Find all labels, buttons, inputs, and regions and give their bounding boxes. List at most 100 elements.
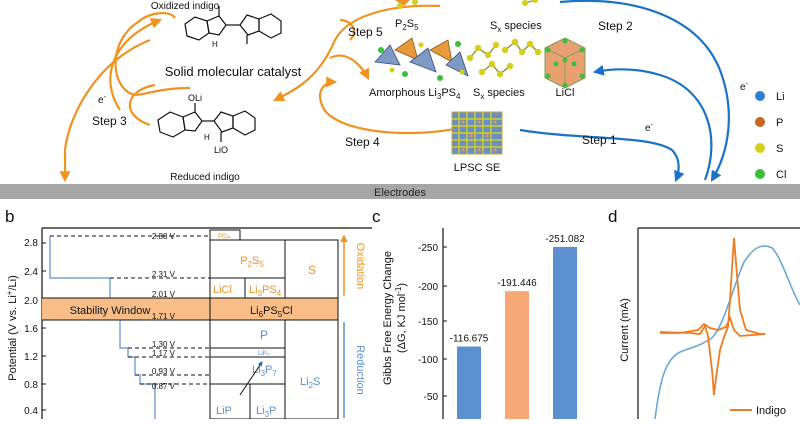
reduced-nh-label: H (204, 133, 210, 142)
p2s5-product-label: P2S5 (240, 255, 264, 269)
p2s5-label: P2S5 (395, 18, 419, 32)
electrodes-bar (0, 184, 800, 199)
top-schematic: Oxidized indigo H Solid molecular cataly… (0, 0, 800, 199)
sx-species-bottom-label: Sx species (473, 87, 525, 101)
blank-cv-curve (654, 245, 800, 420)
catalyst-to-top-arrow (339, 18, 356, 41)
oxidized-indigo-label: Oxidized indigo (151, 1, 220, 12)
panel-b-ylabel: Potential (V vs. Li+/Li) (5, 275, 19, 381)
step3-arrow (59, 38, 151, 183)
element-legend: Li P S Cl (755, 91, 786, 181)
li3p-product-label: Li3P (256, 405, 276, 419)
oxidized-indigo-molecule (184, 6, 282, 44)
lpsc-se-label: LPSC SE (454, 162, 500, 174)
panel-c-ytick: -50 (424, 392, 439, 403)
reduction-label: Reduction (354, 345, 366, 395)
panel-b-yticks: 2.8 2.4 2.0 1.6 1.2 0.8 0.4 (24, 238, 38, 417)
panel-c-ytick: -200 (418, 282, 438, 293)
step4-label: Step 4 (345, 135, 380, 149)
gibbs-bar-label: -116.675 (450, 334, 489, 345)
level-label: 1.30 V (152, 340, 176, 349)
potential-staircase (49, 236, 111, 298)
lpsc-se-crystal-icon (451, 111, 503, 155)
li3ps4-product-label: Li3PS4 (249, 284, 282, 298)
panel-c-ytick: -250 (418, 243, 438, 254)
lip-to-li3p7-arrow (239, 361, 263, 396)
electron-label-right: e- (740, 81, 749, 93)
potential-staircase-lower (119, 320, 156, 419)
li-legend-label: Li (776, 91, 785, 103)
panel-c-yticks: -250 -200 -150 -100 -50 (418, 243, 438, 403)
panel-c-bars: -116.675-191.446-251.082 (450, 234, 585, 419)
gibbs-bar (553, 246, 577, 419)
step3-back-arrow (128, 83, 156, 127)
catalyst-to-species-arrow (329, 54, 369, 80)
indigo-legend-label: Indigo (756, 405, 786, 417)
licl-crystal-icon (544, 37, 586, 89)
reduced-indigo-label: Reduced indigo (170, 172, 240, 183)
s-legend-label: S (776, 143, 783, 155)
oli-label: OLi (188, 93, 202, 103)
panel-c-ylabel-line2: (ΔG, KJ mol-1) (394, 283, 408, 353)
electron-label-left: e- (98, 94, 107, 106)
panel-c-letter: c (372, 207, 381, 226)
sx-species-bottom-atoms (466, 38, 542, 78)
indigo-cv-return (660, 315, 766, 337)
gibbs-bar (505, 291, 529, 419)
panel-c-ylabel-line1: Gibbs Free Energy Change (382, 251, 394, 385)
panel-b-ytick: 1.2 (24, 352, 38, 363)
sx-species-top-label: Sx species (490, 20, 542, 34)
level-label: 2.01 V (152, 290, 176, 299)
panel-b-ytick: 2.8 (24, 238, 38, 249)
licl-label: LiCl (556, 87, 575, 99)
sx-species-top-icon (522, 0, 538, 6)
level-label: 2.31 V (152, 270, 176, 279)
lio-label: LiO (214, 145, 228, 155)
level-label: 2.88 V (152, 232, 176, 241)
panel-b-letter: b (5, 207, 14, 226)
step2-arrow (559, 0, 730, 182)
lip-product-label: LiP (216, 405, 232, 417)
electrodes-label: Electrodes (374, 187, 426, 199)
indigo-cv-curve (659, 237, 765, 396)
panel-b-ytick: 2.0 (24, 296, 38, 307)
p-legend-dot (755, 117, 765, 127)
electron-label-mid: e- (645, 122, 654, 134)
panel-b-ytick: 0.4 (24, 406, 38, 417)
catalyst-label: Solid molecular catalyst (165, 64, 302, 79)
reduced-indigo-molecule (157, 103, 256, 142)
step1-return-arrow (592, 64, 713, 181)
step3-label: Step 3 (92, 114, 127, 128)
level-label: 1.17 V (152, 349, 176, 358)
cl-legend-dot (755, 169, 765, 179)
stability-window-label: Stability Window (70, 305, 151, 317)
li-legend-dot (755, 91, 765, 101)
panel-d: d Current (mA) Indigo (608, 207, 800, 420)
panel-c-ytick: -100 (418, 355, 438, 366)
step1-arrow (519, 128, 685, 183)
licl-product-label: LiCl (213, 284, 232, 296)
p2s5-crystal-icon (395, 0, 418, 9)
cycle-arrow-upper (114, 12, 191, 96)
s-legend-dot (755, 143, 765, 153)
step5-label: Step 5 (348, 25, 383, 39)
li6ps5cl-label: Li6PS5Cl (250, 305, 293, 319)
step2-label: Step 2 (598, 19, 633, 33)
p-legend-label: P (776, 117, 783, 129)
level-label: 0.93 V (152, 367, 176, 376)
panel-d-letter: d (608, 207, 617, 226)
panel-c: c Gibbs Free Energy Change (ΔG, KJ mol-1… (372, 207, 585, 419)
panel-b-ytick: 1.6 (24, 324, 38, 335)
gibbs-bar (457, 346, 481, 419)
cl-legend-label: Cl (776, 169, 786, 181)
s-product-label: S (308, 263, 316, 277)
lip7-product-label: LiP7 (258, 351, 270, 359)
panel-b-ytick: 2.4 (24, 267, 38, 278)
panel-d-ylabel: Current (mA) (619, 298, 631, 362)
panel-b-ytick: 0.8 (24, 380, 38, 391)
step1-label: Step 1 (582, 133, 617, 147)
amorphous-li3ps4-label: Amorphous Li3PS4 (369, 87, 461, 101)
level-label: 0.87 V (152, 382, 176, 391)
oxidized-nh-label: H (212, 40, 218, 49)
